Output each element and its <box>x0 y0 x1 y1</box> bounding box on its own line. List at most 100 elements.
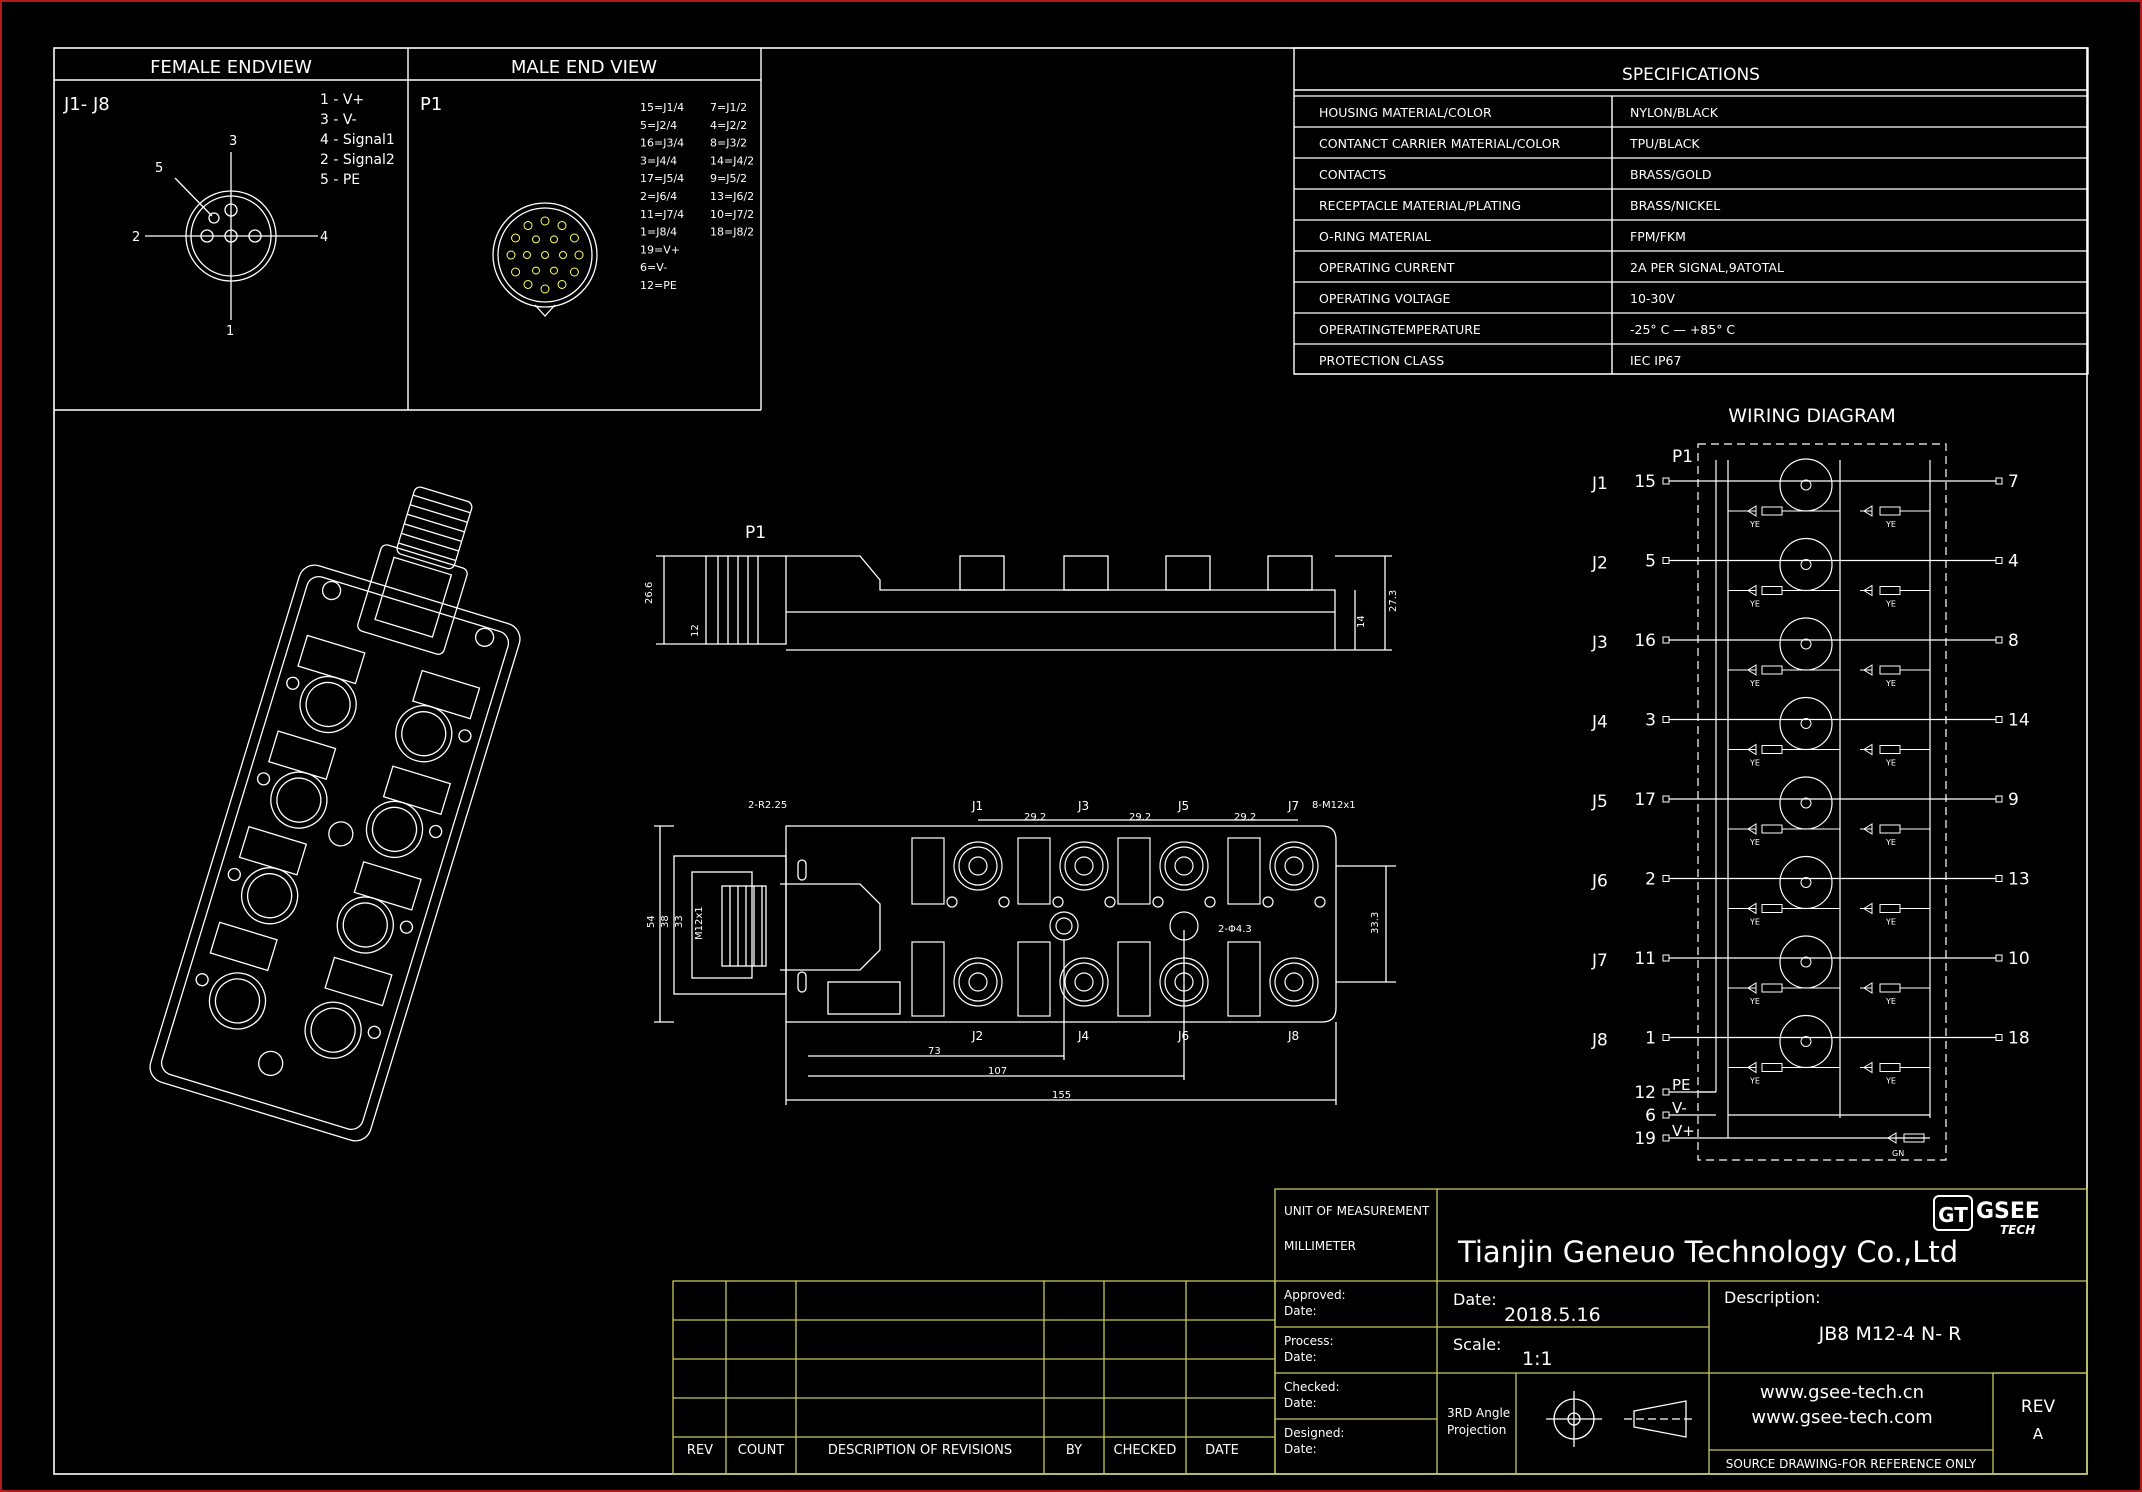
female-pin-num-5: 5 <box>155 161 163 176</box>
connector-symbol <box>1779 855 1833 910</box>
led-diode-left <box>1736 664 1757 676</box>
checked-date-label: Date: <box>1284 1396 1317 1410</box>
logo-gt: GT <box>1938 1203 1968 1227</box>
resistor-right <box>1879 506 1901 516</box>
rev-header-date: DATE <box>1205 1443 1239 1458</box>
resistor-left <box>1761 824 1783 834</box>
male-pin-outer <box>574 250 584 260</box>
power-terminal <box>1662 1134 1670 1142</box>
led-label: YE <box>1749 838 1760 847</box>
male-map-left-1: 5=J2/4 <box>640 119 677 132</box>
power-resistor <box>1903 1133 1925 1143</box>
led-hole <box>1262 896 1274 908</box>
male-connector-drawing <box>492 202 598 317</box>
isometric-view <box>149 486 521 1142</box>
led-label: YE <box>1885 520 1896 529</box>
connector-center-pin <box>1800 797 1812 809</box>
company-logo: GT GSEE TECH <box>1933 1195 2040 1237</box>
connector-center-pin <box>1800 559 1812 570</box>
callout-m12: 8-M12x1 <box>1312 800 1356 811</box>
power-num-2: 19 <box>1634 1129 1656 1149</box>
label-plate <box>1227 941 1261 1017</box>
top-dim-107: 107 <box>988 1066 1007 1077</box>
endview-panel <box>54 48 762 411</box>
male-map-right-4: 9=J5/2 <box>710 172 747 185</box>
revision-table <box>672 1280 1276 1475</box>
wiring-right-num: 7 <box>2008 472 2019 492</box>
approved-date-label: Date: <box>1284 1304 1317 1318</box>
resistor-right <box>1879 745 1901 754</box>
port-outer <box>1059 841 1109 891</box>
specifications-row-lines <box>1294 95 2088 375</box>
spec-key-4: O-RING MATERIAL <box>1319 229 1431 244</box>
terminal-left <box>1662 954 1670 962</box>
top-dim-33: 33 <box>674 915 685 928</box>
checked-label: Checked: <box>1284 1380 1340 1394</box>
resistor-left <box>1761 506 1783 516</box>
wiring-right-num: 13 <box>2008 870 2030 890</box>
projection-line-1: 3RD Angle <box>1447 1406 1510 1420</box>
male-map-left-5: 2=J6/4 <box>640 190 677 203</box>
power-label-1: V- <box>1672 1099 1687 1117</box>
spec-value-3: BRASS/NICKEL <box>1630 198 1720 213</box>
terminal-left <box>1662 875 1670 882</box>
led-diode-right <box>1860 1061 1873 1074</box>
male-pin-outer <box>511 267 521 277</box>
terminal-left <box>1662 795 1670 803</box>
power-led <box>1884 1132 1897 1144</box>
female-pin-2: 2 - Signal2 <box>320 152 395 168</box>
side-dim-offset: 12 <box>690 624 701 637</box>
port-core <box>1174 856 1194 876</box>
male-map-right-7: 18=J8/2 <box>710 226 754 239</box>
label-plate <box>1017 837 1051 905</box>
male-map-left-4: 17=J5/4 <box>640 172 684 185</box>
connector-center-pin <box>1800 1036 1812 1047</box>
led-label: YE <box>1749 520 1760 529</box>
third-angle-projection-icon <box>1546 1391 1694 1447</box>
led-diode-right <box>1860 982 1873 994</box>
description-label: Description: <box>1724 1288 1821 1307</box>
top-port-label-2: J5 <box>1177 799 1189 813</box>
description-value: JB8 M12-4 N- R <box>1818 1323 1962 1345</box>
top-dim-right: 33.3 <box>1370 912 1381 934</box>
led-diode-left <box>1736 743 1757 756</box>
date-value: 2018.5.16 <box>1504 1304 1601 1326</box>
port-outer <box>1269 841 1319 891</box>
female-connector-label: J1- J8 <box>63 94 110 115</box>
terminal-right <box>1995 557 2003 564</box>
male-pin-outer <box>540 216 550 226</box>
port-core <box>968 972 988 992</box>
port-outer <box>1159 841 1209 891</box>
male-map-left-0: 15=J1/4 <box>640 101 684 114</box>
rev-header-checked: CHECKED <box>1114 1443 1177 1458</box>
source-drawing-note: SOURCE DRAWING-FOR REFERENCE ONLY <box>1726 1457 1977 1471</box>
wiring-p1-outline <box>1697 443 1947 1161</box>
power-num-0: 12 <box>1634 1083 1656 1103</box>
led-diode-left <box>1736 902 1757 915</box>
male-map-left-3: 3=J4/4 <box>640 154 677 167</box>
male-pin-map: 15=J1/4 5=J2/4 16=J3/4 3=J4/4 17=J5/4 2=J6/4 1… <box>640 101 754 292</box>
wiring-j-label: J5 <box>1591 792 1608 812</box>
spec-key-3: RECEPTACLE MATERIAL/PLATING <box>1319 198 1521 213</box>
led-label: YE <box>1749 679 1760 688</box>
website-cn: www.gsee-tech.cn <box>1760 1382 1924 1403</box>
led-label: YE <box>1885 600 1896 609</box>
designed-date-label: Date: <box>1284 1442 1317 1456</box>
logo-tech: TECH <box>2000 1223 2035 1237</box>
top-dim-width: 54 <box>646 915 657 928</box>
top-dim-73: 73 <box>928 1046 941 1057</box>
male-map-left-2: 16=J3/4 <box>640 137 684 150</box>
spec-key-8: PROTECTION CLASS <box>1319 353 1444 368</box>
led-diode-left <box>1736 1061 1757 1074</box>
gn-label: GN <box>1892 1149 1904 1158</box>
led-diode-right <box>1860 664 1873 676</box>
female-endview-title: FEMALE ENDVIEW <box>150 57 312 78</box>
resistor-left <box>1761 983 1783 993</box>
led-hole <box>946 896 958 908</box>
resistor-left <box>1761 586 1783 595</box>
wiring-p1-label: P1 <box>1672 447 1693 467</box>
connector-symbol <box>1779 935 1833 989</box>
side-dim-height: 26.6 <box>644 582 655 604</box>
